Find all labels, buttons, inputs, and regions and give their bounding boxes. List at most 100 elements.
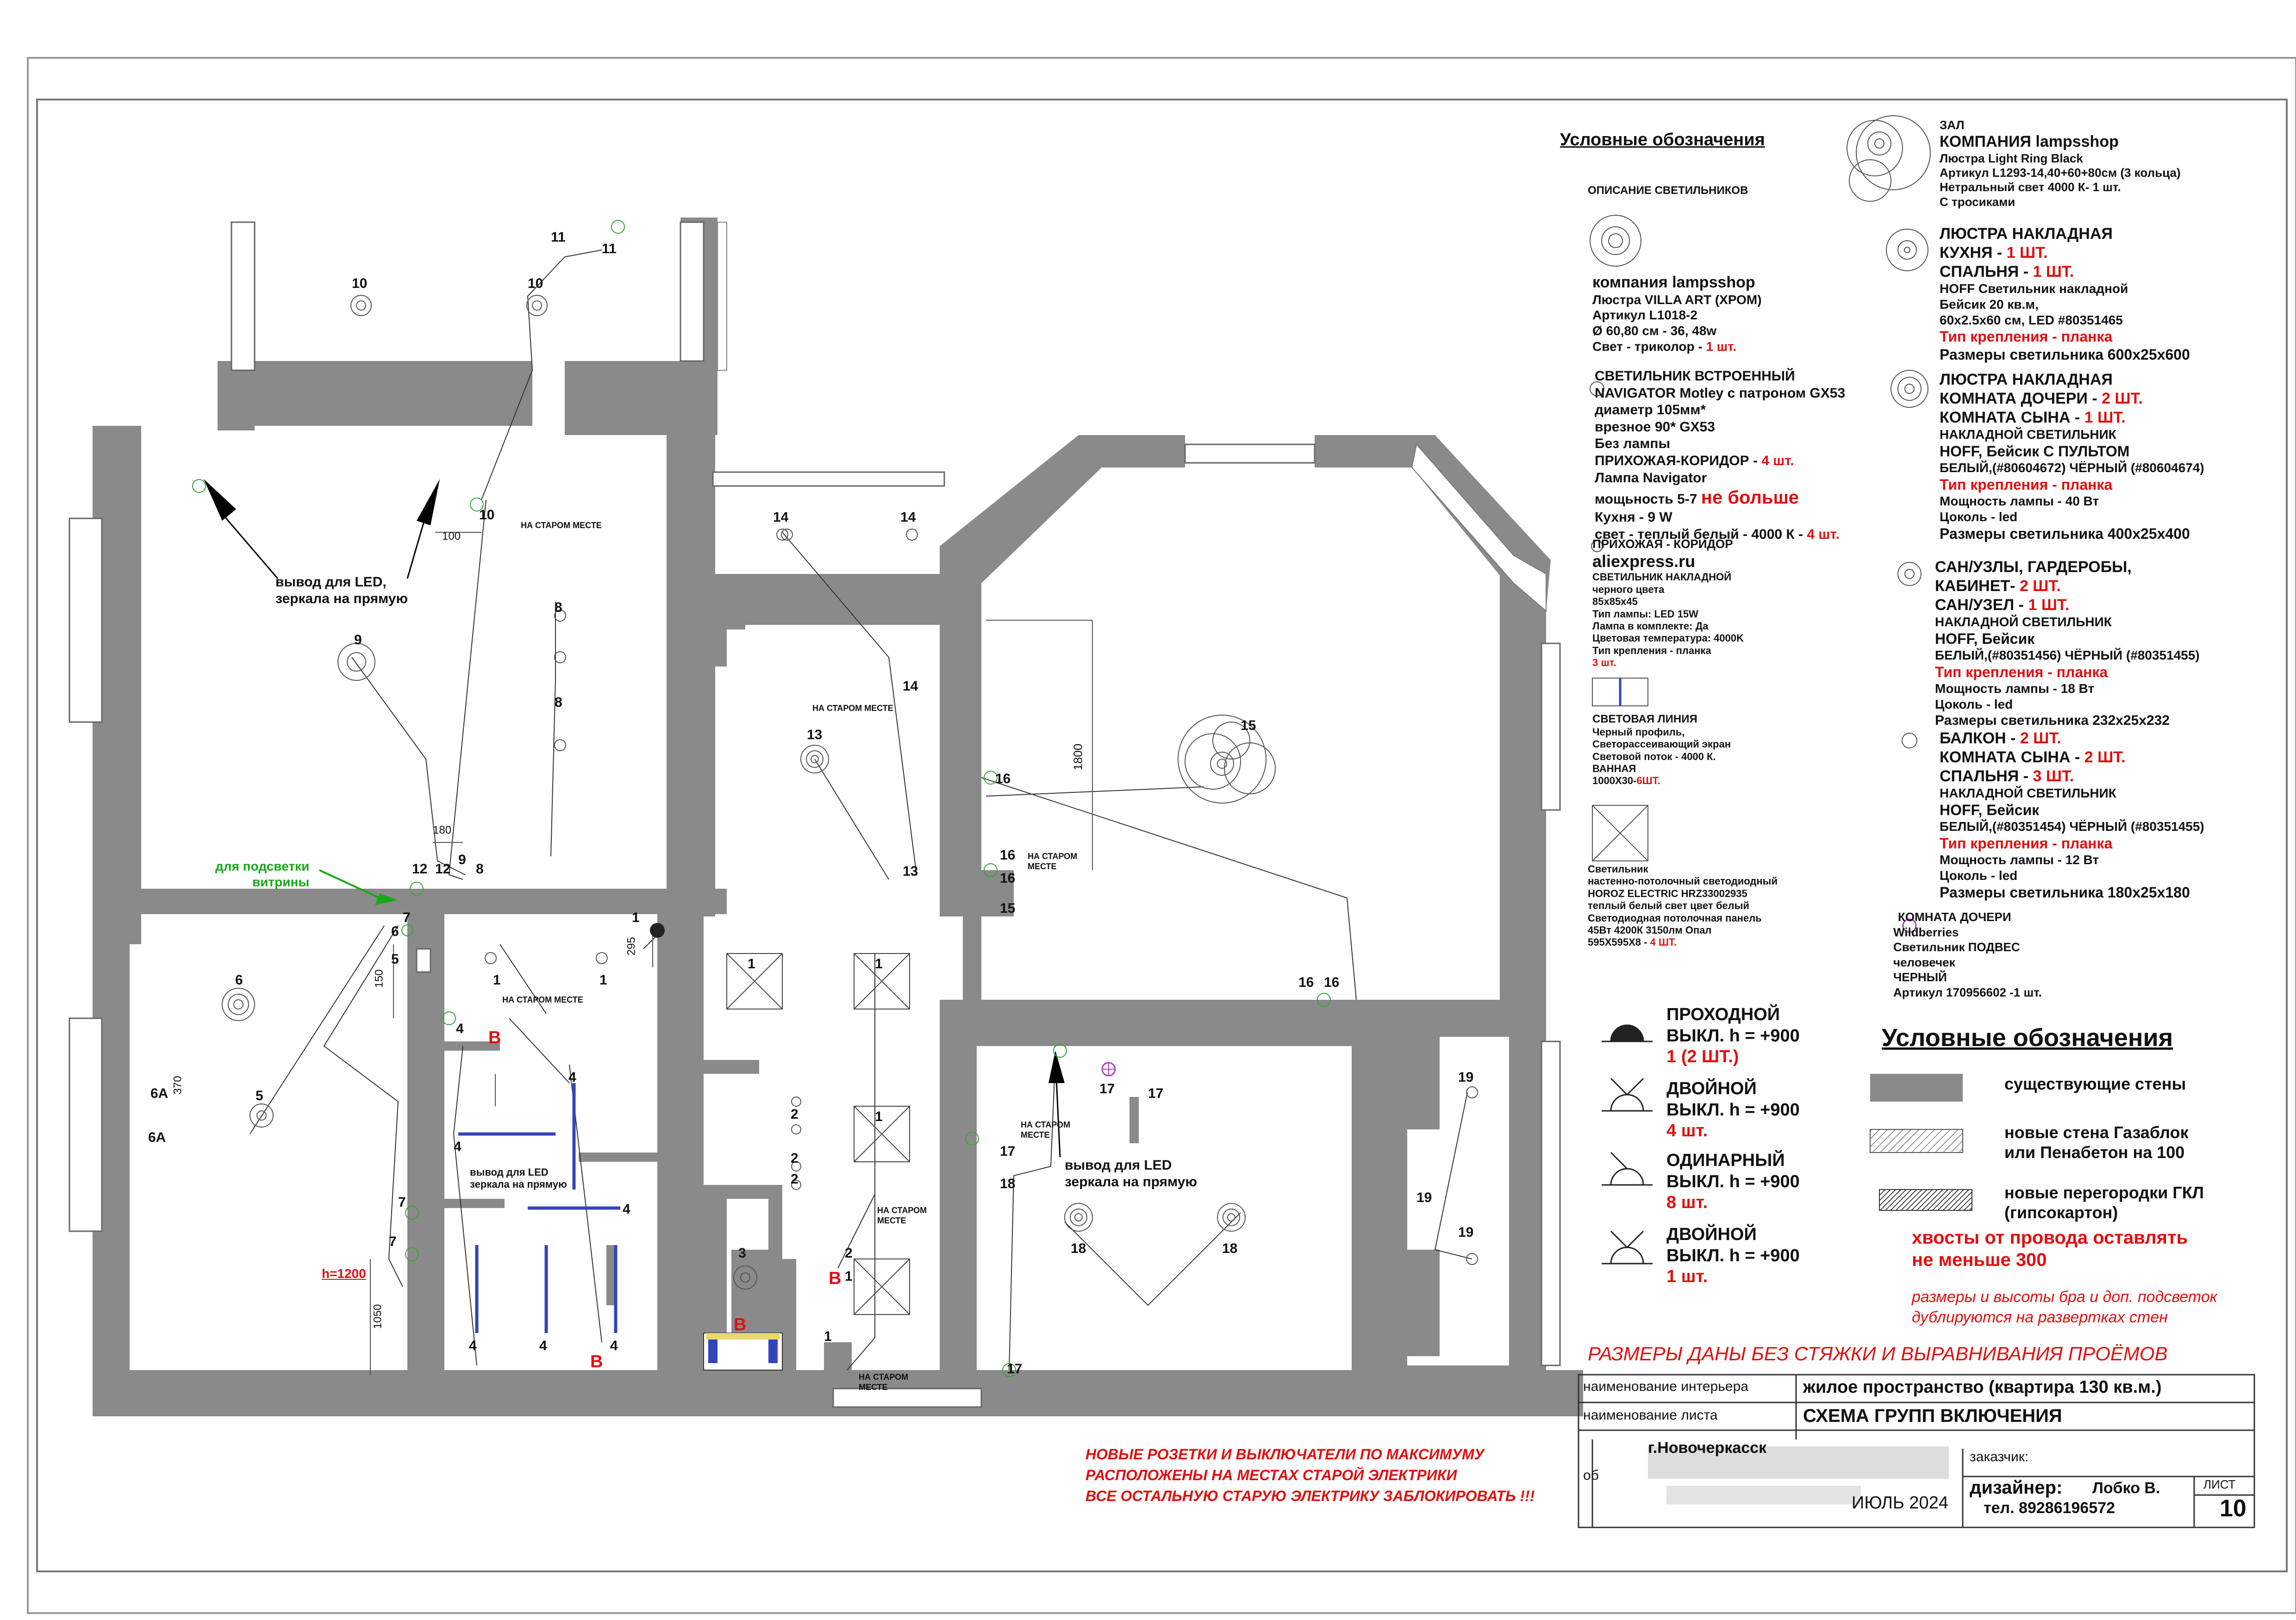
label-1: 1 bbox=[493, 972, 501, 988]
label-10: 10 bbox=[352, 276, 368, 291]
dim-150: 150 bbox=[373, 969, 386, 988]
windows bbox=[69, 221, 1561, 1408]
label-8: 8 bbox=[555, 600, 562, 615]
label-4: 4 bbox=[568, 1070, 576, 1085]
label-4: 4 bbox=[623, 1202, 630, 1217]
list-number: 10 bbox=[2220, 1495, 2246, 1522]
label-1: 1 bbox=[632, 910, 640, 925]
dims-note: РАЗМЕРЫ ДАНЫ БЕЗ СТЯЖКИ И ВЫРАВНИВАНИЯ П… bbox=[1588, 1343, 2168, 1365]
luminaires-round bbox=[222, 295, 1478, 1290]
old-place-note: НА СТАРОМ МЕСТЕ bbox=[812, 704, 893, 713]
designer-name: Лобко В. bbox=[2092, 1479, 2160, 1497]
label-5: 5 bbox=[391, 952, 399, 967]
switch-marks bbox=[192, 220, 1331, 1377]
led-lines bbox=[458, 1083, 620, 1333]
interior-name: жилое пространство (квартира 130 кв.м.) bbox=[1803, 1377, 2162, 1397]
label-7: 7 bbox=[398, 1195, 406, 1210]
swatch-gkl bbox=[1879, 1189, 1972, 1211]
title-block-lines bbox=[1578, 1374, 2255, 1528]
label-19: 19 bbox=[1458, 1225, 1474, 1240]
label-17: 17 bbox=[1099, 1081, 1115, 1097]
label-2: 2 bbox=[791, 1107, 799, 1122]
b-label: В bbox=[488, 1028, 501, 1047]
label-4: 4 bbox=[539, 1338, 547, 1353]
sheet-name: СХЕМА ГРУПП ВКЛЮЧЕНИЯ bbox=[1803, 1406, 2062, 1426]
label-11: 11 bbox=[602, 241, 617, 256]
wiring bbox=[250, 249, 1472, 1371]
label-19: 19 bbox=[1458, 1070, 1474, 1085]
legend-subtitle: ОПИСАНИЕ СВЕТИЛЬНИКОВ bbox=[1588, 184, 1748, 197]
label-4: 4 bbox=[456, 1021, 464, 1036]
label-1: 1 bbox=[824, 1329, 832, 1344]
label-3: 3 bbox=[738, 1246, 746, 1261]
label-15: 15 bbox=[1000, 901, 1016, 916]
ob-label: об bbox=[1583, 1468, 1599, 1483]
walls-legend-title: Условные обозначения bbox=[1882, 1024, 2173, 1052]
height-note: h=1200 bbox=[322, 1266, 366, 1281]
b-label: В bbox=[734, 1315, 747, 1334]
label-1: 1 bbox=[845, 1269, 853, 1284]
aliex-desc: ПРИХОЖАЯ - КОРИДОР aliexpress.ru СВЕТИЛЬ… bbox=[1592, 537, 1744, 669]
label-18: 18 bbox=[1222, 1241, 1238, 1256]
label-13: 13 bbox=[903, 864, 918, 879]
bath-light-desc: САН/УЗЛЫ, ГАРДЕРОБЫ, КАБИНЕТ- 2 ШТ. САН/… bbox=[1935, 558, 2200, 728]
designer-phone: тел. 89286196572 bbox=[1984, 1499, 2115, 1517]
label-2: 2 bbox=[791, 1171, 799, 1187]
b-label: В bbox=[829, 1269, 842, 1288]
label-4: 4 bbox=[610, 1338, 618, 1353]
label-18: 18 bbox=[1000, 1176, 1016, 1191]
panel-desc: Светильник настенно-потолочный светодиод… bbox=[1588, 863, 1778, 948]
builtin-desc: СВЕТИЛЬНИК ВСТРОЕННЫЙ NAVIGATOR Motley с… bbox=[1595, 368, 1846, 542]
swatch-existing bbox=[1870, 1074, 1963, 1102]
label-17: 17 bbox=[1007, 1361, 1023, 1377]
city: г.Новочеркасск bbox=[1648, 1439, 1767, 1457]
arrows bbox=[204, 479, 1065, 1083]
zal-desc: ЗАЛ КОМПАНИЯ lampsshop Люстра Light Ring… bbox=[1940, 118, 2181, 209]
dim-295: 295 bbox=[625, 937, 638, 956]
chandelier-kitchen-desc: ЛЮСТРА НАКЛАДНАЯ КУХНЯ - 1 ШТ. СПАЛЬНЯ -… bbox=[1940, 225, 2190, 363]
label-14: 14 bbox=[773, 510, 789, 525]
swatch-gasblock bbox=[1870, 1129, 1963, 1153]
blurred-address bbox=[1648, 1446, 1949, 1479]
label-7: 7 bbox=[403, 910, 411, 925]
label-16: 16 bbox=[1000, 847, 1016, 863]
chandelier-15 bbox=[1178, 715, 1276, 804]
pendant-desc: КОМНАТА ДОЧЕРИ Wildberries Светильник ПО… bbox=[1893, 910, 2042, 999]
electric-note: НОВЫЕ РОЗЕТКИ И ВЫКЛЮЧАТЕЛИ ПО МАКСИМУМУ… bbox=[1086, 1446, 1535, 1504]
label-11: 11 bbox=[551, 230, 566, 245]
outer-frame bbox=[27, 57, 2296, 1614]
customer-label: заказчик: bbox=[1970, 1449, 2029, 1464]
dim-1800: 1800 bbox=[1071, 743, 1085, 771]
existing-walls bbox=[93, 218, 1583, 1416]
label-17: 17 bbox=[1148, 1086, 1164, 1101]
label-1: 1 bbox=[748, 956, 755, 972]
square-panels bbox=[726, 953, 910, 1315]
label-8: 8 bbox=[555, 695, 562, 710]
label-9: 9 bbox=[458, 852, 466, 867]
designer-label: дизайнер: bbox=[1970, 1477, 2063, 1498]
pass-switch-icon bbox=[650, 923, 665, 938]
walls-gkl-label: новые перегородки ГКЛ(гипсокартон) bbox=[2004, 1183, 2204, 1222]
label-6a: 6A bbox=[150, 1086, 168, 1101]
dim-100: 100 bbox=[442, 530, 461, 542]
label-6: 6 bbox=[235, 972, 243, 988]
label-12: 12 bbox=[412, 861, 428, 877]
dim-lines bbox=[370, 532, 1093, 1375]
dim-180: 180 bbox=[433, 824, 452, 836]
label-10: 10 bbox=[528, 276, 543, 291]
label-16: 16 bbox=[1324, 975, 1340, 990]
label-7: 7 bbox=[389, 1234, 397, 1249]
label-8: 8 bbox=[476, 861, 484, 877]
label-1: 1 bbox=[599, 972, 607, 988]
b-label: В bbox=[590, 1352, 603, 1371]
legend-title: Условные обозначения bbox=[1560, 130, 1765, 150]
